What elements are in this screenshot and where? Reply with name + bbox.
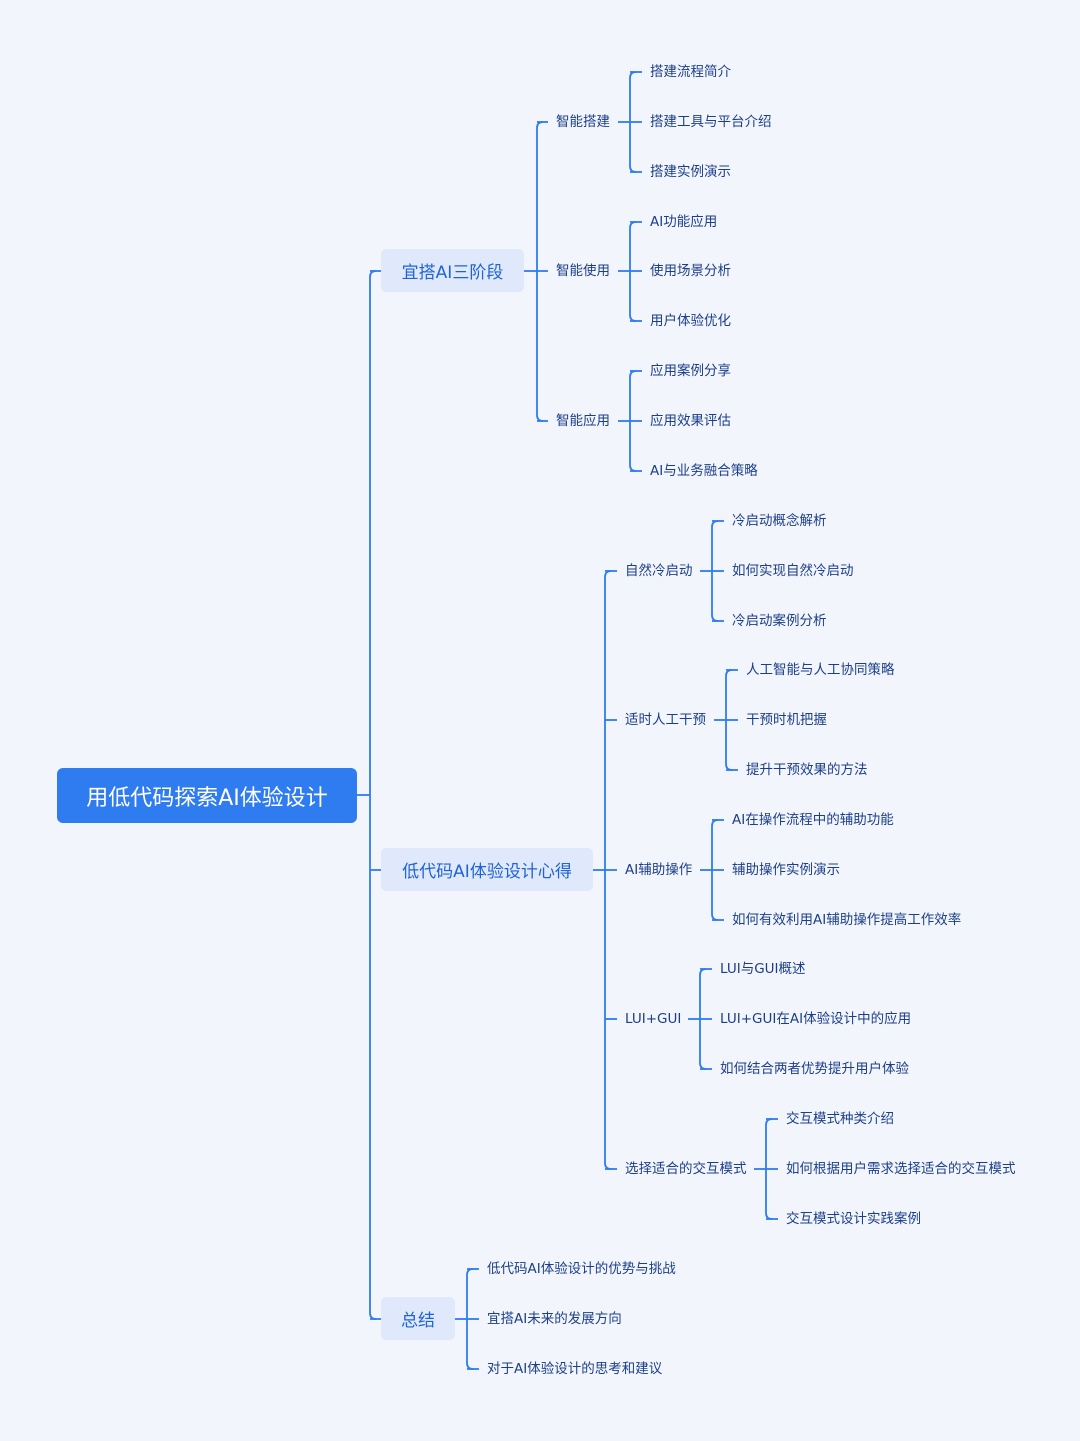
leaf-scenario-analysis[interactable]: 使用场景分析 — [650, 263, 731, 279]
leaf-summary-future[interactable]: 宜搭AI未来的发展方向 — [487, 1311, 622, 1327]
leaf-cold-start-case[interactable]: 冷启动案例分析 — [732, 613, 827, 629]
leaf-lui-gui-overview[interactable]: LUI与GUI概述 — [720, 961, 806, 977]
leaf-build-demo[interactable]: 搭建实例演示 — [650, 164, 731, 180]
leaf-assist-demo[interactable]: 辅助操作实例演示 — [732, 862, 840, 878]
leaf-lui-gui-combine[interactable]: 如何结合两者优势提升用户体验 — [720, 1061, 909, 1077]
leaf-cold-start-how[interactable]: 如何实现自然冷启动 — [732, 563, 854, 579]
leaf-intervention-timing[interactable]: 干预时机把握 — [746, 712, 827, 728]
leaf-mode-types[interactable]: 交互模式种类介绍 — [786, 1111, 894, 1127]
leaf-lui-gui-application[interactable]: LUI+GUI在AI体验设计中的应用 — [720, 1011, 912, 1027]
topic-ai-assist[interactable]: AI辅助操作 — [625, 862, 693, 878]
leaf-ai-assist-functions[interactable]: AI在操作流程中的辅助功能 — [732, 812, 894, 828]
branch-lowcode-ai-insights[interactable]: 低代码AI体验设计心得 — [381, 848, 593, 891]
topic-smart-use[interactable]: 智能使用 — [556, 263, 610, 279]
leaf-mode-practice[interactable]: 交互模式设计实践案例 — [786, 1211, 921, 1227]
leaf-summary-advantages[interactable]: 低代码AI体验设计的优势与挑战 — [487, 1261, 676, 1277]
leaf-ux-optimization[interactable]: 用户体验优化 — [650, 313, 731, 329]
topic-cold-start[interactable]: 自然冷启动 — [625, 563, 693, 579]
topic-smart-apply[interactable]: 智能应用 — [556, 413, 610, 429]
leaf-case-sharing[interactable]: 应用案例分享 — [650, 363, 731, 379]
leaf-build-tools[interactable]: 搭建工具与平台介绍 — [650, 114, 772, 130]
branch-summary[interactable]: 总结 — [381, 1297, 455, 1340]
branch-yida-ai-stages[interactable]: 宜搭AI三阶段 — [381, 249, 524, 292]
leaf-cold-start-concept[interactable]: 冷启动概念解析 — [732, 513, 827, 529]
leaf-mode-selection[interactable]: 如何根据用户需求选择适合的交互模式 — [786, 1161, 1016, 1177]
root-connector — [369, 270, 377, 1320]
leaf-build-process[interactable]: 搭建流程简介 — [650, 64, 731, 80]
leaf-ai-function[interactable]: AI功能应用 — [650, 214, 718, 230]
leaf-ai-business-strategy[interactable]: AI与业务融合策略 — [650, 463, 758, 479]
leaf-intervention-methods[interactable]: 提升干预效果的方法 — [746, 762, 868, 778]
topic-smart-build[interactable]: 智能搭建 — [556, 114, 610, 130]
root-topic[interactable]: 用低代码探索AI体验设计 — [57, 768, 357, 823]
topic-human-intervention[interactable]: 适时人工干预 — [625, 712, 706, 728]
leaf-ai-human-collab[interactable]: 人工智能与人工协同策略 — [746, 662, 895, 678]
leaf-summary-thoughts[interactable]: 对于AI体验设计的思考和建议 — [487, 1361, 663, 1377]
leaf-effect-evaluation[interactable]: 应用效果评估 — [650, 413, 731, 429]
topic-lui-gui[interactable]: LUI+GUI — [625, 1011, 682, 1027]
topic-interaction-mode[interactable]: 选择适合的交互模式 — [625, 1161, 747, 1177]
leaf-assist-efficiency[interactable]: 如何有效利用AI辅助操作提高工作效率 — [732, 912, 962, 928]
